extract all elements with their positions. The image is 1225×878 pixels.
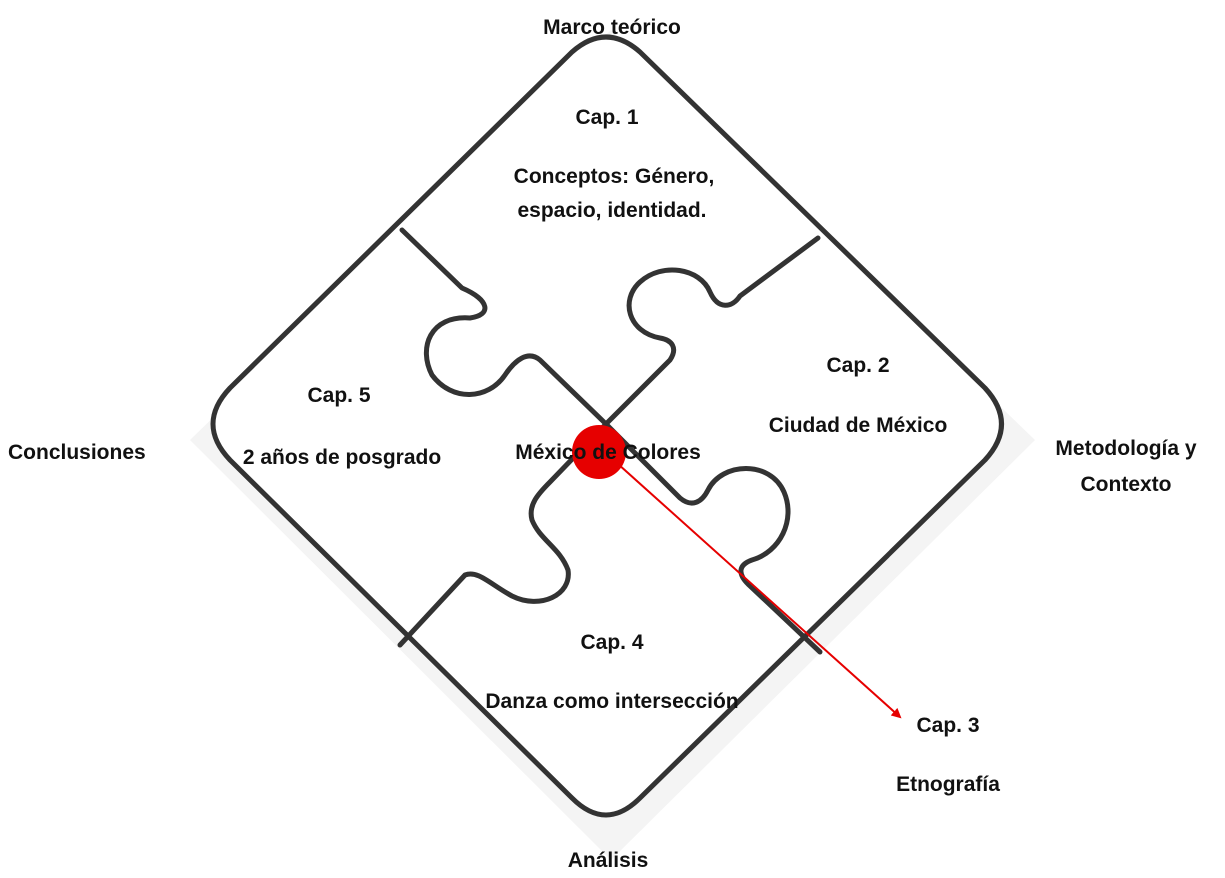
seam-lower-right <box>603 421 823 655</box>
piece-top-line2: espacio, identidad. <box>517 199 707 222</box>
center-to-cap3-arrow <box>607 454 902 719</box>
side-label-top: Marco teórico <box>543 16 681 39</box>
side-label-left: Conclusiones <box>8 441 146 464</box>
side-label-bottom: Análisis <box>567 849 649 872</box>
external-chapter: Cap. 3 <box>916 714 980 737</box>
external-desc: Etnografía <box>896 773 1000 796</box>
center-label: México de Colores <box>515 441 701 464</box>
piece-left-desc: 2 años de posgrado <box>242 446 442 469</box>
seam-upper-left <box>399 227 609 427</box>
piece-bottom-desc: Danza como intersección <box>485 690 739 713</box>
piece-right-desc: Ciudad de México <box>768 414 948 437</box>
seam-upper-right <box>603 235 821 427</box>
piece-right-chapter: Cap. 2 <box>826 354 890 377</box>
center-dot <box>572 425 626 479</box>
piece-left-chapter: Cap. 5 <box>307 384 371 407</box>
piece-top-line1: Conceptos: Género, <box>513 165 715 188</box>
seam-lower-left <box>397 421 609 648</box>
side-label-right-line2: Contexto <box>1080 473 1172 496</box>
side-label-right-line1: Metodología y <box>1055 437 1197 460</box>
piece-bottom-chapter: Cap. 4 <box>580 631 644 654</box>
piece-top-chapter: Cap. 1 <box>575 106 639 129</box>
